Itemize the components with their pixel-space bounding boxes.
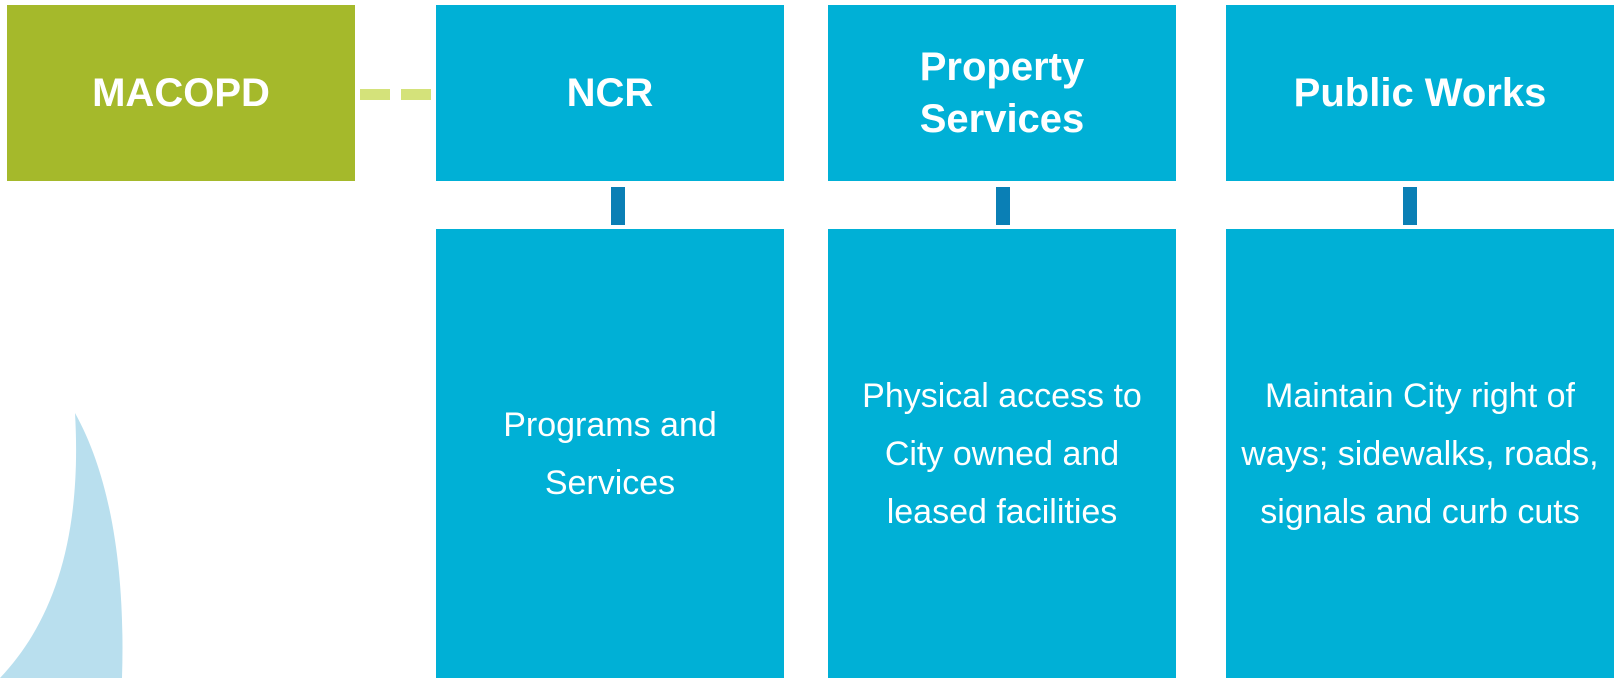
public-works-title: Public Works — [1293, 71, 1547, 115]
ncr-description: Programs and Services — [503, 405, 717, 502]
ncr-description-box: Programs and Services — [436, 229, 784, 678]
property-services-connector — [996, 187, 1010, 225]
property-services-description: Physical access to City owned and leased… — [862, 376, 1142, 531]
ncr-title: NCR — [566, 71, 654, 115]
macopd-box: MACOPD — [7, 5, 355, 181]
public-works-description: Maintain City right of ways; sidewalks, … — [1241, 376, 1599, 531]
property-services-title: Property Services — [919, 45, 1085, 141]
property-services-description-box: Physical access to City owned and leased… — [828, 229, 1176, 678]
macopd-label: MACOPD — [92, 71, 270, 115]
public-works-description-box: Maintain City right of ways; sidewalks, … — [1226, 229, 1614, 678]
property-services-header-box: Property Services — [828, 5, 1176, 181]
ncr-connector — [611, 187, 625, 225]
dashed-connector-segment — [360, 89, 390, 100]
public-works-header-box: Public Works — [1226, 5, 1614, 181]
decorative-sail-shape — [0, 413, 123, 678]
ncr-header-box: NCR — [436, 5, 784, 181]
dashed-connector-segment — [401, 89, 431, 100]
public-works-connector — [1403, 187, 1417, 225]
